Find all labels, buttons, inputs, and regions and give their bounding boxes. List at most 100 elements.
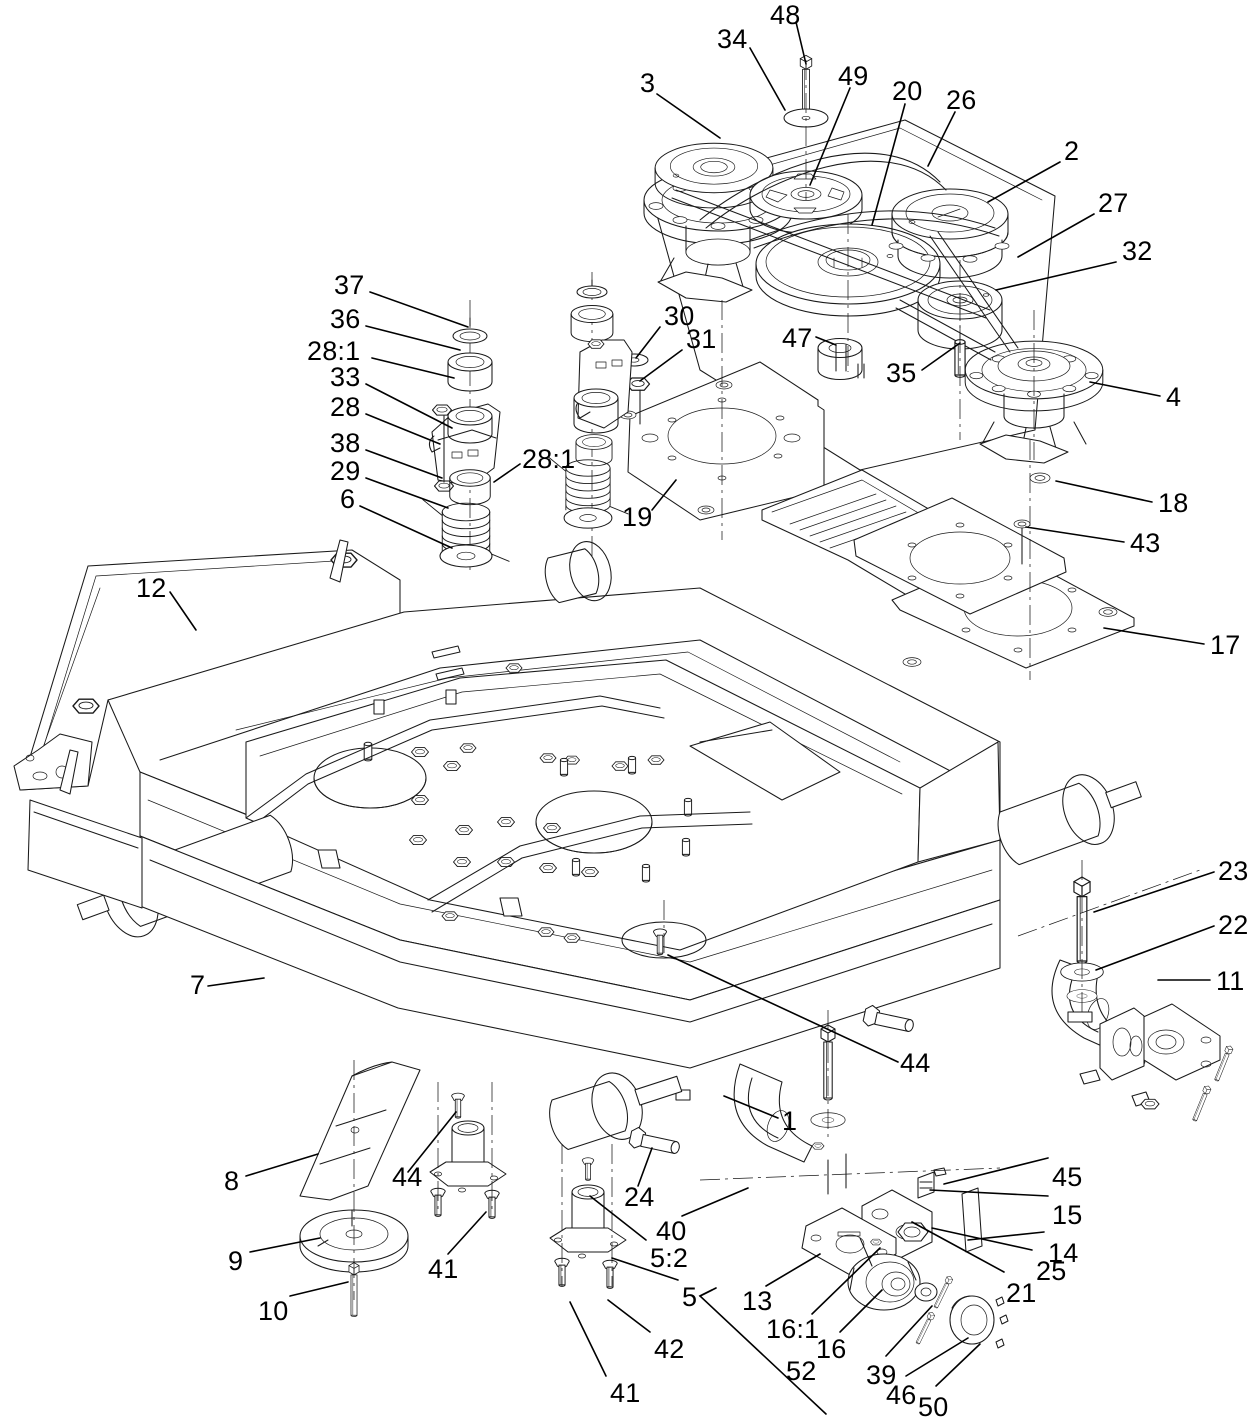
leader-line-7: [207, 977, 265, 987]
callout-label-1: 1: [782, 1106, 798, 1136]
leader-line-10: [289, 1281, 349, 1297]
leader-line-20: [871, 103, 906, 226]
blade-assembly: [299, 1060, 421, 1318]
left-idler-arm-stack: [422, 300, 510, 570]
leader-line-28:1: [371, 357, 455, 379]
callout-label-28:1b: 28:1: [522, 444, 576, 474]
leader-bracket-52: [698, 1287, 827, 1415]
mower-deck-shell: [13, 539, 1142, 1163]
callout-label-39: 39: [866, 1360, 897, 1390]
callout-label-44b: 44: [392, 1162, 423, 1192]
callout-label-5:2: 5:2: [650, 1243, 689, 1273]
leader-line-16:1: [811, 1247, 881, 1315]
callout-label-6: 6: [340, 484, 356, 514]
leader-line-38: [365, 449, 443, 479]
callout-label-4: 4: [1166, 382, 1182, 412]
callout-label-38: 38: [330, 428, 361, 458]
leader-line-29: [365, 477, 449, 509]
leader-line-46: [905, 1337, 969, 1377]
leader-line-41a: [447, 1211, 487, 1255]
callout-label-41b: 41: [610, 1378, 641, 1408]
callout-label-28:1: 28:1: [307, 336, 361, 366]
callout-label-31: 31: [686, 324, 717, 354]
leader-line-41b: [569, 1301, 607, 1377]
callout-label-27: 27: [1098, 188, 1129, 218]
leader-line-15: [929, 1189, 1049, 1197]
leader-line-43: [1025, 526, 1125, 543]
callout-label-42: 42: [654, 1334, 685, 1364]
deck-mount-plates: [619, 300, 1135, 680]
callout-label-52: 52: [786, 1356, 817, 1386]
callout-label-13: 13: [742, 1286, 773, 1316]
leader-line-42: [607, 1299, 651, 1333]
leader-line-21: [911, 1221, 1005, 1273]
callout-label-3: 3: [640, 68, 656, 98]
leader-line-9: [249, 1237, 321, 1253]
leader-line-6: [359, 505, 453, 549]
leader-line-33: [365, 383, 453, 429]
callout-label-43: 43: [1130, 528, 1161, 558]
callout-label-24: 24: [624, 1182, 655, 1212]
callout-label-25: 25: [1036, 1256, 1067, 1286]
callout-label-48: 48: [770, 0, 801, 30]
leader-line-24: [637, 1147, 653, 1187]
callout-label-47: 47: [782, 323, 813, 353]
callout-label-41a: 41: [428, 1254, 459, 1284]
leader-line-27: [1017, 213, 1095, 258]
callout-label-23: 23: [1218, 856, 1249, 886]
callout-label-37: 37: [334, 270, 365, 300]
callout-leader-lines: [169, 21, 1215, 1415]
leader-line-12: [169, 591, 197, 631]
callout-label-34: 34: [717, 24, 748, 54]
callout-label-22: 22: [1218, 910, 1249, 940]
leader-line-19: [651, 479, 677, 511]
leader-line-39: [885, 1305, 933, 1357]
leader-line-18: [1055, 480, 1153, 503]
leader-line-32: [995, 261, 1117, 291]
callout-label-19: 19: [622, 502, 653, 532]
leader-line-2: [987, 161, 1061, 203]
leader-line-36: [365, 325, 461, 351]
callout-label-32: 32: [1122, 236, 1153, 266]
callout-label-8: 8: [224, 1166, 240, 1196]
callout-label-30: 30: [664, 301, 695, 331]
callout-label-28: 28: [330, 392, 361, 422]
callout-label-11: 11: [1216, 966, 1245, 996]
leader-line-8: [245, 1153, 319, 1177]
callout-label-9: 9: [228, 1246, 244, 1276]
leader-line-50: [935, 1343, 981, 1387]
callout-label-12: 12: [136, 573, 167, 603]
right-caster-assembly: [1067, 1003, 1234, 1123]
belt-drive-assembly: [643, 54, 1104, 471]
callout-label-14: 14: [1048, 1238, 1079, 1268]
callout-label-5: 5: [682, 1282, 698, 1312]
callout-label-36: 36: [330, 304, 361, 334]
callout-label-18: 18: [1158, 488, 1189, 518]
leader-line-28: [365, 413, 441, 445]
leader-line-1: [723, 1095, 779, 1119]
callout-label-7: 7: [190, 970, 206, 1000]
leader-line-13: [765, 1253, 821, 1287]
callout-label-2: 2: [1064, 136, 1080, 166]
callout-label-29: 29: [330, 456, 361, 486]
right-caster-mount-hardware: [1017, 860, 1201, 1020]
leader-line-5: [611, 1257, 679, 1281]
leader-line-49: [809, 87, 851, 186]
callout-label-21: 21: [1006, 1278, 1037, 1308]
leader-line-47: [815, 336, 837, 346]
leader-line-5:2: [589, 1195, 647, 1241]
callout-label-44a: 44: [900, 1048, 931, 1078]
leader-line-37: [369, 291, 469, 328]
leader-line-4: [1089, 381, 1161, 397]
leader-line-16: [839, 1289, 883, 1333]
leader-line-44a: [667, 954, 899, 1063]
callout-label-15: 15: [1052, 1200, 1083, 1230]
spindle-spacer-left: [429, 900, 914, 1289]
callout-label-35: 35: [886, 358, 917, 388]
leader-line-30: [635, 326, 661, 359]
center-idler-arm-stack: [547, 272, 633, 572]
callout-label-49: 49: [838, 61, 869, 91]
callout-label-33: 33: [330, 362, 361, 392]
